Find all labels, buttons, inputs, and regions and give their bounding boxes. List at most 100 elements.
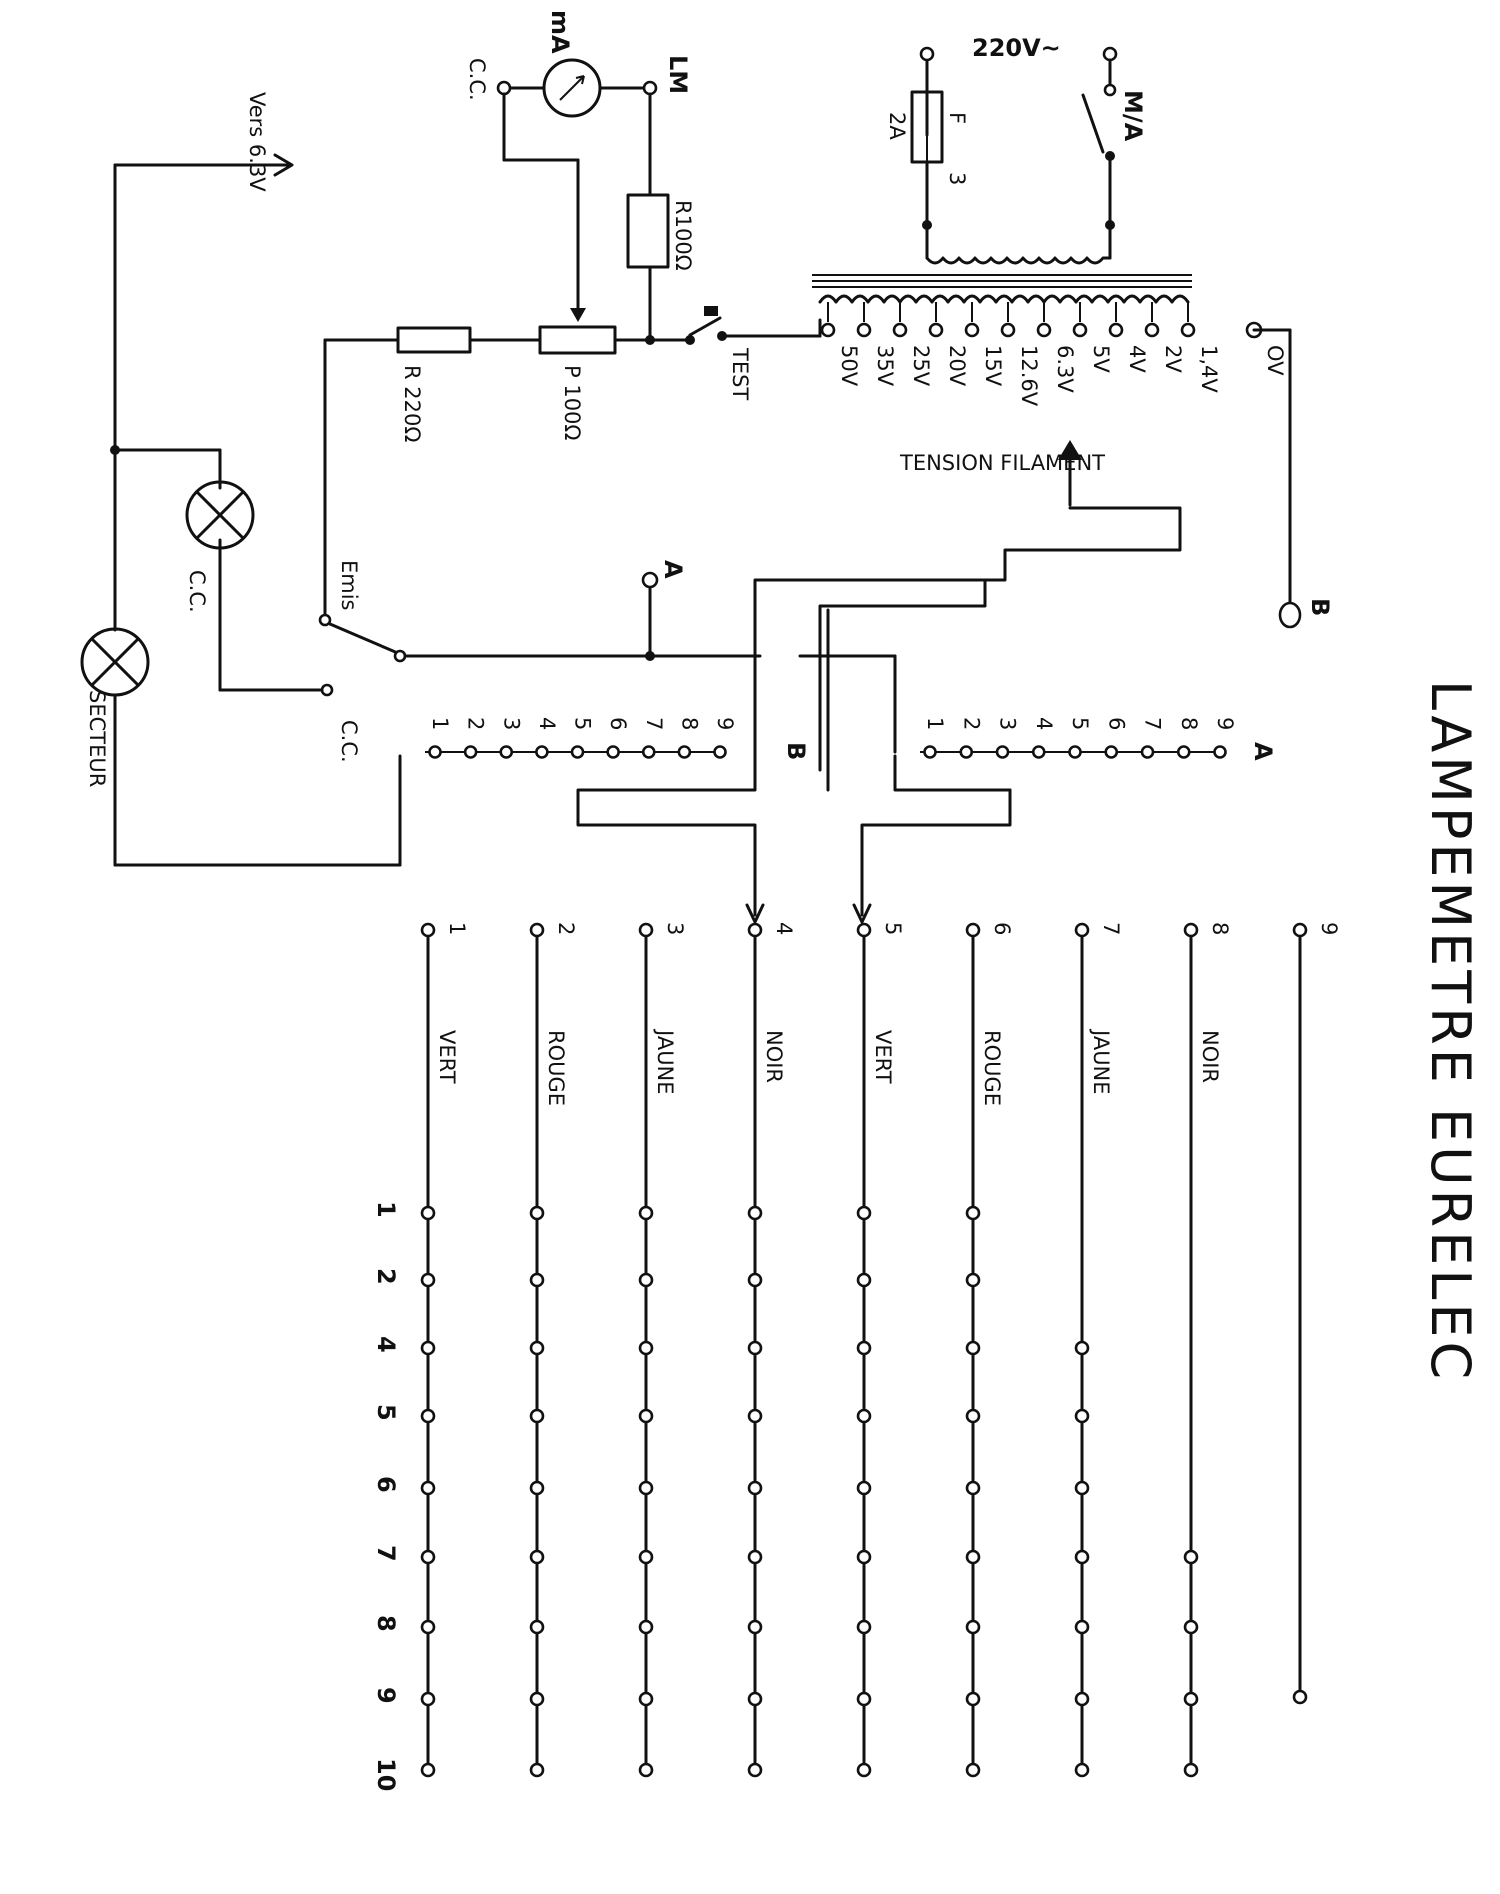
selector-a-position-label: 1 bbox=[923, 717, 947, 730]
selector-a-contact bbox=[1176, 745, 1191, 759]
socket-contact bbox=[747, 1619, 763, 1635]
socket-contact bbox=[529, 1480, 545, 1496]
selector-a-label: A bbox=[1249, 742, 1277, 761]
socket-contact bbox=[747, 1762, 763, 1778]
bus-number-label: 2 bbox=[554, 922, 578, 935]
mode-switch-blade bbox=[328, 622, 402, 656]
switch-emis-contact bbox=[318, 613, 332, 627]
socket-contact bbox=[1183, 1762, 1199, 1778]
up-arrow-icon bbox=[1058, 440, 1082, 460]
socket-contact bbox=[638, 1549, 654, 1565]
bus-number-label: 8 bbox=[1208, 922, 1232, 935]
socket-contact bbox=[965, 1549, 981, 1565]
terminal-a-label: A bbox=[659, 560, 687, 579]
tap-label: 12.6V bbox=[1017, 345, 1041, 407]
power-switch-label: M/A bbox=[1119, 90, 1147, 142]
selector-a-position-label: 7 bbox=[1141, 717, 1165, 730]
socket-contact bbox=[856, 1549, 872, 1565]
tap-node bbox=[1108, 322, 1124, 338]
test-pushbutton bbox=[688, 316, 722, 337]
bus-terminal bbox=[420, 922, 436, 938]
selector-b-position-label: 3 bbox=[499, 717, 523, 730]
bus-terminal bbox=[1183, 922, 1199, 938]
bus-lines: 1VERT2ROUGE3JAUNE4NOIR5VERT6ROUGE7JAUNE8… bbox=[420, 922, 1341, 1778]
meter-cc-label: C.C. bbox=[465, 58, 489, 101]
socket-contact bbox=[747, 1272, 763, 1288]
tap-zero-label: OV bbox=[1263, 345, 1287, 376]
bus-terminal bbox=[747, 922, 763, 938]
socket-contact bbox=[965, 1691, 981, 1707]
socket-contact bbox=[420, 1619, 436, 1635]
selector-b-contact bbox=[463, 745, 478, 759]
selector-a-contact bbox=[1104, 745, 1119, 759]
socket-contact bbox=[1183, 1549, 1199, 1565]
tap-node bbox=[1036, 322, 1052, 338]
selector-routing bbox=[576, 578, 1012, 924]
socket-contact bbox=[1292, 1689, 1308, 1705]
socket-contact bbox=[638, 1762, 654, 1778]
bus-number-label: 5 bbox=[881, 922, 905, 935]
selector-a-position-label: 5 bbox=[1068, 717, 1092, 730]
socket-contact bbox=[856, 1480, 872, 1496]
selector-b-contact bbox=[535, 745, 549, 759]
selector-b-contact bbox=[499, 745, 514, 759]
resistor-r220 bbox=[396, 326, 472, 354]
socket-contact bbox=[529, 1691, 545, 1707]
socket-contact bbox=[1074, 1408, 1090, 1424]
socket-contact bbox=[529, 1408, 545, 1424]
bus-terminal bbox=[638, 922, 654, 938]
tap-label: 25V bbox=[909, 345, 933, 387]
socket-contact bbox=[747, 1205, 763, 1221]
fuse-label: F bbox=[945, 112, 969, 124]
bus-color-label: NOIR bbox=[762, 1030, 786, 1083]
switch-emis-label: Emis bbox=[337, 560, 361, 611]
socket-column-number: 8 bbox=[372, 1615, 400, 1632]
selector-a-position-label: 6 bbox=[1104, 717, 1128, 730]
selector-a-contact bbox=[959, 745, 974, 759]
bus-number-label: 4 bbox=[772, 922, 796, 935]
socket-column-number: 7 bbox=[372, 1545, 400, 1562]
bus-terminal bbox=[1074, 922, 1090, 938]
tap-label: 20V bbox=[945, 345, 969, 387]
socket-contact bbox=[965, 1408, 981, 1424]
lamp-secteur bbox=[80, 627, 150, 697]
socket-contact bbox=[420, 1549, 436, 1565]
resistor-r220-label: R 220Ω bbox=[400, 365, 424, 442]
mains-terminal-right bbox=[1102, 46, 1118, 62]
bus-number-label: 3 bbox=[663, 922, 687, 935]
meter-lm-terminal bbox=[642, 80, 658, 96]
selector-a-contact bbox=[923, 745, 937, 759]
socket-contact bbox=[856, 1272, 872, 1288]
selector-a-contact bbox=[995, 745, 1010, 759]
socket-contact bbox=[529, 1619, 545, 1635]
selector-b-position-label: 1 bbox=[428, 717, 452, 730]
tap-node bbox=[892, 322, 908, 338]
socket-contact bbox=[1074, 1340, 1090, 1356]
selector-a-contact bbox=[1140, 745, 1155, 759]
tension-filament-group: TENSION FILAMENT bbox=[818, 440, 1182, 772]
bus-color-label: VERT bbox=[871, 1030, 895, 1084]
meter-section: mA C.C. LM R100Ω bbox=[465, 10, 695, 342]
socket-contact bbox=[965, 1272, 981, 1288]
title-group: LAMPEMETRE EURELEC bbox=[1419, 680, 1482, 1383]
socket-contact bbox=[1074, 1549, 1090, 1565]
selector-b-contact bbox=[428, 745, 442, 759]
meter-cc-terminal bbox=[496, 80, 512, 96]
socket-contact bbox=[747, 1480, 763, 1496]
socket-column-number: 2 bbox=[372, 1268, 400, 1285]
tap-node bbox=[928, 322, 944, 338]
lamp-cc-label: C.C. bbox=[185, 570, 209, 613]
lamp-cc bbox=[185, 480, 255, 550]
selector-b-position-label: 2 bbox=[464, 717, 488, 730]
terminal-b bbox=[1278, 601, 1302, 629]
tap-node bbox=[1000, 322, 1016, 338]
socket-contact bbox=[1183, 1619, 1199, 1635]
fuse-rating-label: 2A bbox=[885, 112, 909, 140]
socket-column-number: 5 bbox=[372, 1404, 400, 1421]
measure-rail: R 220Ω P 100Ω TEST bbox=[323, 306, 822, 619]
selector-b-position-label: 7 bbox=[642, 717, 666, 730]
socket-contact bbox=[856, 1619, 872, 1635]
tap-label: 50V bbox=[837, 345, 861, 387]
